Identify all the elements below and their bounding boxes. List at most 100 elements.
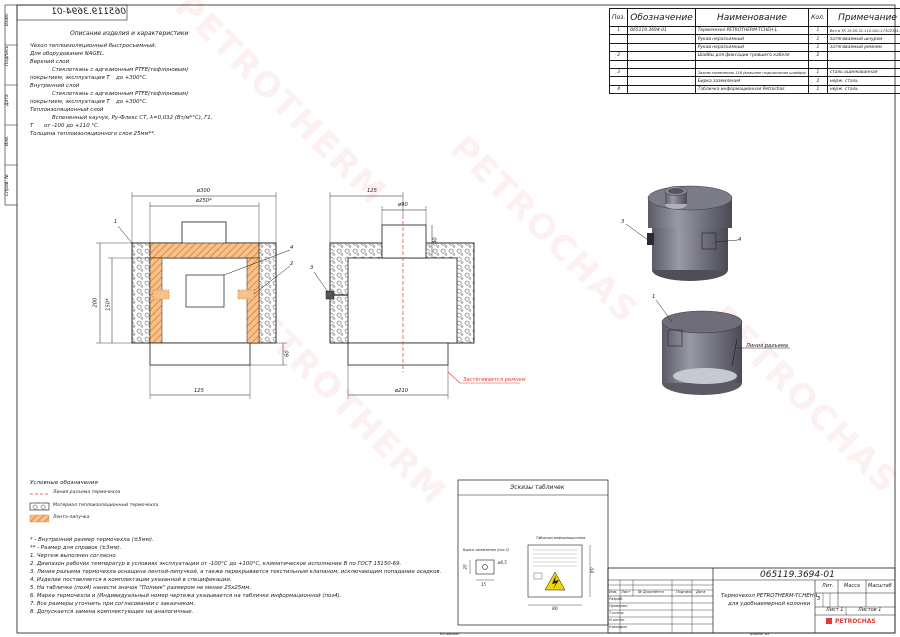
sketch-label: Бирка заземления (поз.3) bbox=[463, 548, 509, 552]
pos-label: 3 bbox=[621, 219, 625, 225]
stamp-sheet: Лист 1 bbox=[826, 607, 844, 613]
stamp-sheets: Листов 1 bbox=[858, 607, 882, 613]
spec-cell: Вкл в ТК 19.20.31.110-001-17302381-RU bbox=[826, 25, 900, 36]
desc-line: Стеклоткань с адгезионным PTFE(тефлоновы… bbox=[52, 67, 189, 73]
spec-cell bbox=[627, 59, 696, 69]
dim-label: ø300 bbox=[197, 188, 211, 194]
spec-cell: Рукав неразъемный bbox=[694, 42, 810, 53]
note-line: 7. Все размеры уточнить при согласовании… bbox=[30, 601, 196, 607]
dim-label: 60 bbox=[284, 350, 291, 357]
spec-cell: Рукав неразъемный bbox=[694, 34, 810, 44]
dim-label: 40 bbox=[432, 237, 439, 244]
pos-label: 1 bbox=[114, 219, 118, 225]
stamp-col: Лист bbox=[621, 590, 631, 594]
spec-cell bbox=[627, 51, 696, 61]
spec-cell bbox=[826, 59, 900, 69]
pos-label: 2 bbox=[290, 261, 294, 267]
spec-cell bbox=[808, 59, 828, 69]
desc-line: T bbox=[30, 123, 34, 129]
dim-label: 200 bbox=[92, 297, 99, 308]
sketch-dim: 15 bbox=[481, 582, 487, 587]
spec-cell bbox=[608, 34, 629, 44]
sketch-title: Эскизы табличек bbox=[510, 484, 565, 491]
spec-cell bbox=[608, 59, 629, 69]
dim-label: ø250* bbox=[196, 198, 212, 204]
sketch-label: Табличка информационная bbox=[536, 536, 586, 540]
dim-label: 125 bbox=[367, 188, 377, 194]
legend-title: Условные обозначения bbox=[30, 480, 98, 486]
dim-label: ø210 bbox=[395, 388, 409, 394]
stamp-name-line1: Термочехол PETROTHERM-TCHEH-L bbox=[721, 593, 819, 599]
sketch-dim: 20 bbox=[462, 564, 468, 570]
table-row: 3 Зажим заземления 116 (внешнее подключен… bbox=[608, 67, 900, 78]
spec-header-cell: Примечание bbox=[826, 8, 900, 27]
stamp-role: Утвердил bbox=[609, 625, 628, 629]
spec-cell: 1 bbox=[808, 34, 828, 44]
desc-line: Вспененный каучук, Ру-Флекс СТ, λ=0,032 … bbox=[52, 115, 213, 121]
spec-header-cell: Обозначение bbox=[627, 8, 696, 27]
stamp-role: Разраб. bbox=[609, 597, 624, 601]
pos-label: 3 bbox=[310, 265, 314, 271]
mirrored-doc-code: 065119.3694-01 bbox=[51, 7, 126, 17]
spec-cell: 1 bbox=[608, 25, 629, 36]
spec-cell bbox=[627, 84, 696, 95]
spec-cell: 3 bbox=[608, 67, 629, 78]
desc-title: Описание изделия и характеристики bbox=[70, 30, 189, 37]
stamp-name-line2: для удобнаемерной колонки bbox=[728, 601, 811, 607]
strip-label: Дата bbox=[5, 94, 10, 106]
stamp-scale-label: Масштаб bbox=[868, 583, 892, 589]
spec-cell: нерж. сталь bbox=[826, 76, 900, 86]
specification-table: Поз. Обозначение Наименование Кол. Приме… bbox=[608, 8, 900, 95]
spec-cell: 1 bbox=[808, 84, 828, 95]
desc-line: покрытием, эксплуатация T bbox=[30, 75, 110, 81]
table-row bbox=[608, 59, 900, 69]
spec-cell bbox=[694, 59, 810, 69]
desc-line: Верхний слой bbox=[30, 59, 70, 65]
stamp-role: Проверил bbox=[609, 604, 628, 608]
dim-label: 125 bbox=[194, 388, 204, 394]
dim-label: 150* bbox=[105, 298, 112, 311]
stamp-col: Подпись bbox=[676, 590, 693, 594]
spec-cell: 1 bbox=[808, 67, 828, 78]
spec-header-cell: Наименование bbox=[694, 8, 810, 27]
pos-label: 4 bbox=[738, 237, 742, 243]
stamp-role: Т.контр. bbox=[609, 611, 625, 615]
spec-cell: 1 bbox=[808, 42, 828, 53]
sketch-dim: ø6,5 bbox=[498, 560, 507, 565]
note-line: 8. Допускается замена комплектующих на а… bbox=[30, 609, 194, 615]
spec-cell bbox=[627, 67, 696, 78]
stamp-col: Дата bbox=[696, 590, 706, 594]
stamp-lit-label: Лит. bbox=[822, 583, 834, 589]
desc-line: Чехол теплоизоляционный быстросъемный. bbox=[30, 43, 157, 49]
razem-label: Линия разъема bbox=[746, 343, 788, 349]
stamp-brand: PETROCHAS bbox=[835, 618, 876, 625]
spec-cell: Табличка информационная Petrochas bbox=[694, 84, 810, 95]
stamp-col: Изм. bbox=[609, 590, 618, 594]
note-line: * - Внутренний размер термочехла (±5мм). bbox=[30, 537, 154, 543]
spec-header-row: Поз. Обозначение Наименование Кол. Приме… bbox=[608, 8, 900, 27]
spec-cell: сталь оцинкованная bbox=[826, 67, 900, 78]
pos-label: 1 bbox=[652, 294, 656, 300]
spec-cell bbox=[627, 76, 696, 86]
spec-header-cell: Кол. bbox=[808, 8, 828, 27]
spec-cell: 4 bbox=[608, 84, 629, 95]
spec-cell: Шайбы для фиксации гревшего кабеля bbox=[694, 51, 810, 61]
spec-cell: затягиваемый ремнем bbox=[826, 42, 900, 53]
spec-cell bbox=[826, 51, 900, 61]
spec-cell bbox=[608, 76, 629, 86]
desc-line: Для оборудования NAGEL. bbox=[30, 51, 105, 57]
spec-cell: 2 bbox=[608, 51, 629, 61]
sketch-dim: 80 bbox=[590, 567, 596, 574]
stamp-col: № Документа bbox=[638, 590, 664, 594]
footer-left: Копировал bbox=[440, 632, 460, 636]
strip-label: Справ. № bbox=[5, 174, 10, 196]
legend-item: Лента-липучка bbox=[53, 515, 90, 520]
spec-cell: Зажим заземления 116 (внешнее подключени… bbox=[694, 67, 810, 78]
desc-line: Толщина теплоизоляционного слоя 25мм**. bbox=[30, 131, 156, 137]
